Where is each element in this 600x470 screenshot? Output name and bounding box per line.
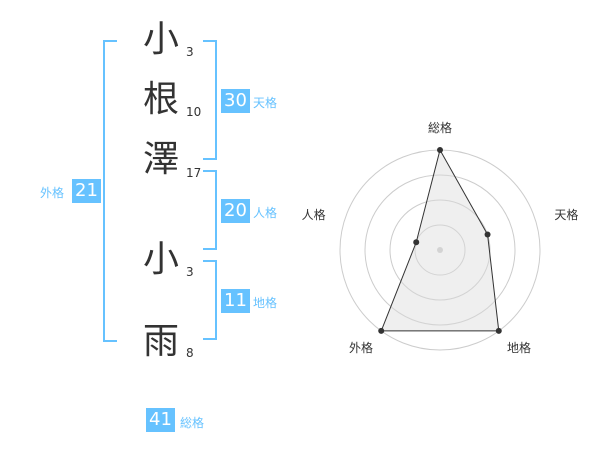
gaikaku-label: 外格 — [40, 186, 65, 200]
chikaku-label: 地格 — [253, 296, 278, 310]
radar-point-1 — [437, 147, 443, 153]
stroke-count-3: 17 — [186, 166, 202, 180]
chikaku-value: 11 — [221, 289, 250, 313]
name-char-4: 小 — [142, 239, 179, 280]
radar-data-polygon — [380, 148, 500, 332]
jinkaku-value: 20 — [221, 199, 250, 223]
radar-grid-ring-3 — [364, 174, 516, 326]
radar-grid-ring-2 — [389, 199, 491, 301]
jinkaku-bracket — [203, 170, 217, 250]
radar-axis-label-1: 総格 — [428, 120, 452, 135]
radar-center-dot — [437, 247, 443, 253]
radar-axis-label-5: 人格 — [302, 207, 326, 222]
chikaku-bracket — [203, 260, 217, 340]
gaikaku-value: 21 — [72, 179, 101, 203]
radar-point-5 — [413, 239, 420, 246]
stroke-count-4: 3 — [186, 265, 194, 279]
name-char-5: 雨 — [142, 321, 179, 362]
radar-point-4 — [378, 327, 385, 334]
stroke-count-1: 3 — [186, 45, 194, 59]
name-char-1: 小 — [142, 19, 179, 60]
jinkaku-label: 人格 — [253, 206, 278, 220]
name-char-2: 根 — [142, 79, 179, 120]
stroke-count-5: 8 — [186, 346, 194, 360]
radar-point-3 — [495, 327, 502, 334]
stroke-count-2: 10 — [186, 105, 202, 119]
tenkaku-value: 30 — [221, 89, 250, 113]
tenkaku-label: 天格 — [253, 96, 278, 110]
radar-axis-label-3: 地格 — [507, 340, 531, 355]
radar-axis-label-2: 天格 — [554, 207, 578, 222]
tenkaku-bracket — [203, 40, 217, 160]
radar-axis-label-4: 外格 — [349, 340, 373, 355]
radar-grid-ring-1 — [414, 224, 466, 276]
soukaku-label: 総格 — [180, 416, 205, 430]
soukaku-value: 41 — [146, 408, 175, 432]
radar-point-2 — [484, 231, 491, 238]
name-char-3: 澤 — [142, 139, 179, 180]
gaikaku-bracket — [103, 40, 117, 342]
